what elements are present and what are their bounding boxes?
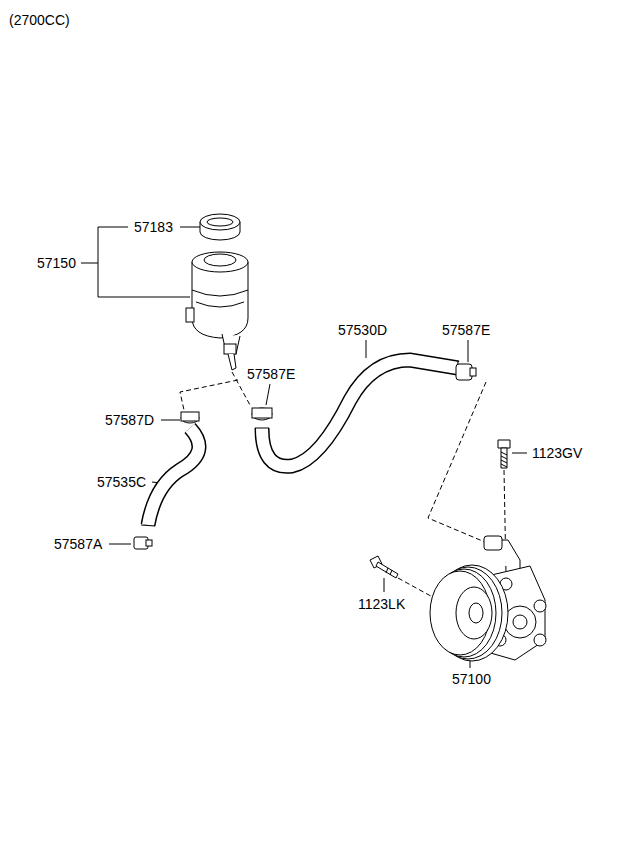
callout-number: 57587E [441,322,491,338]
callout-number: 57535C [96,474,147,490]
power-steering-pump [430,536,546,661]
reservoir [186,252,248,370]
hose-clamps [134,364,476,549]
suction-hose [141,428,199,526]
reservoir-cap [200,214,240,240]
callout-number: 1123GV [531,445,583,461]
engine-note: (2700CC) [8,12,71,28]
bolts [370,440,510,578]
callout-number: 57587D [104,412,155,428]
callout-number: 1123LK [357,596,406,612]
callout-number: 57587E [246,366,296,382]
callout-number: 57530D [337,322,388,338]
callout-number: 57100 [451,671,492,687]
callout-number: 57587A [53,536,103,552]
leader-lines [81,227,527,668]
callout-number: 57150 [36,255,77,271]
callout-number: 57183 [133,219,174,235]
